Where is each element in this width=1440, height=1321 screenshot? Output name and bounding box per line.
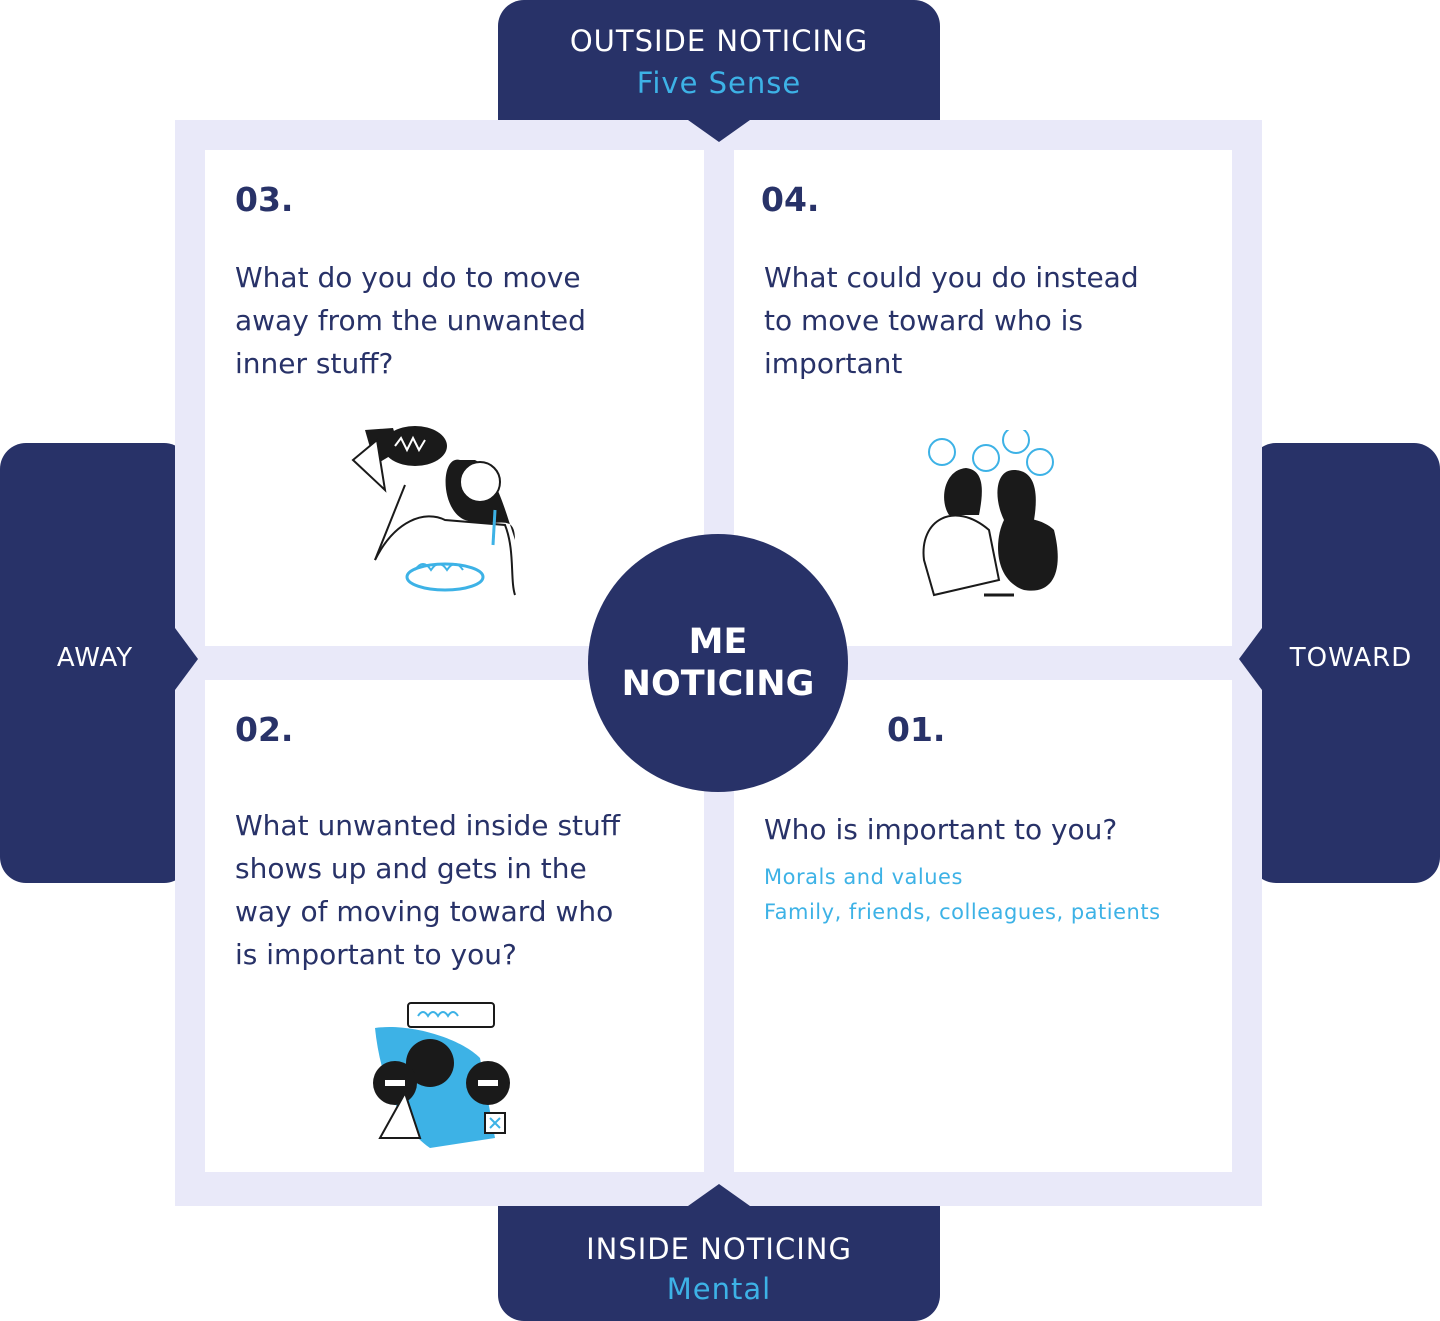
inside-noticing-tab — [498, 1200, 940, 1321]
stressed-person-illustration — [373, 1002, 510, 1148]
me-noticing-circle: ME NOTICING — [588, 534, 848, 792]
toward-tab — [1250, 443, 1440, 883]
top-arrow — [688, 120, 750, 142]
quadrant-question: What unwanted inside stuff shows up and … — [235, 809, 621, 971]
two-people-talking-illustration — [922, 430, 1058, 597]
quadrant-number: 03. — [235, 180, 294, 219]
outside-noticing-title: OUTSIDE NOTICING — [569, 24, 869, 58]
inside-noticing-title: INSIDE NOTICING — [586, 1232, 852, 1266]
quadrant-03: 03. What do you do to move away from the… — [205, 150, 704, 646]
quadrant-number: 04. — [761, 180, 820, 219]
right-arrow — [1239, 628, 1262, 690]
outside-noticing-subtitle: Five Sense — [636, 66, 802, 100]
away-label: AWAY — [56, 643, 134, 673]
quadrant-question: What could you do instead to move toward… — [764, 261, 1139, 380]
toward-label: TOWARD — [1289, 643, 1413, 673]
quadrant-details: Morals and values Family, friends, colle… — [764, 865, 1161, 924]
quadrant-number: 01. — [887, 710, 946, 749]
quadrant-02: 02. What unwanted inside stuff shows up … — [205, 680, 704, 1172]
left-arrow — [175, 628, 198, 690]
quadrant-question: What do you do to move away from the unw… — [235, 261, 586, 380]
quadrant-04: 04. What could you do instead to move to… — [734, 150, 1232, 646]
center-line-2: NOTICING — [621, 664, 815, 704]
bottom-arrow — [688, 1184, 750, 1206]
inside-noticing-subtitle: Mental — [666, 1272, 772, 1306]
quadrant-01: 01. Who is important to you? Morals and … — [734, 680, 1232, 1172]
outside-noticing-tab — [498, 0, 940, 125]
away-tab — [0, 443, 190, 883]
quadrant-question: Who is important to you? — [764, 813, 1118, 846]
quadrant-number: 02. — [235, 710, 294, 749]
person-eating-illustration — [351, 426, 516, 596]
center-line-1: ME — [688, 622, 748, 662]
